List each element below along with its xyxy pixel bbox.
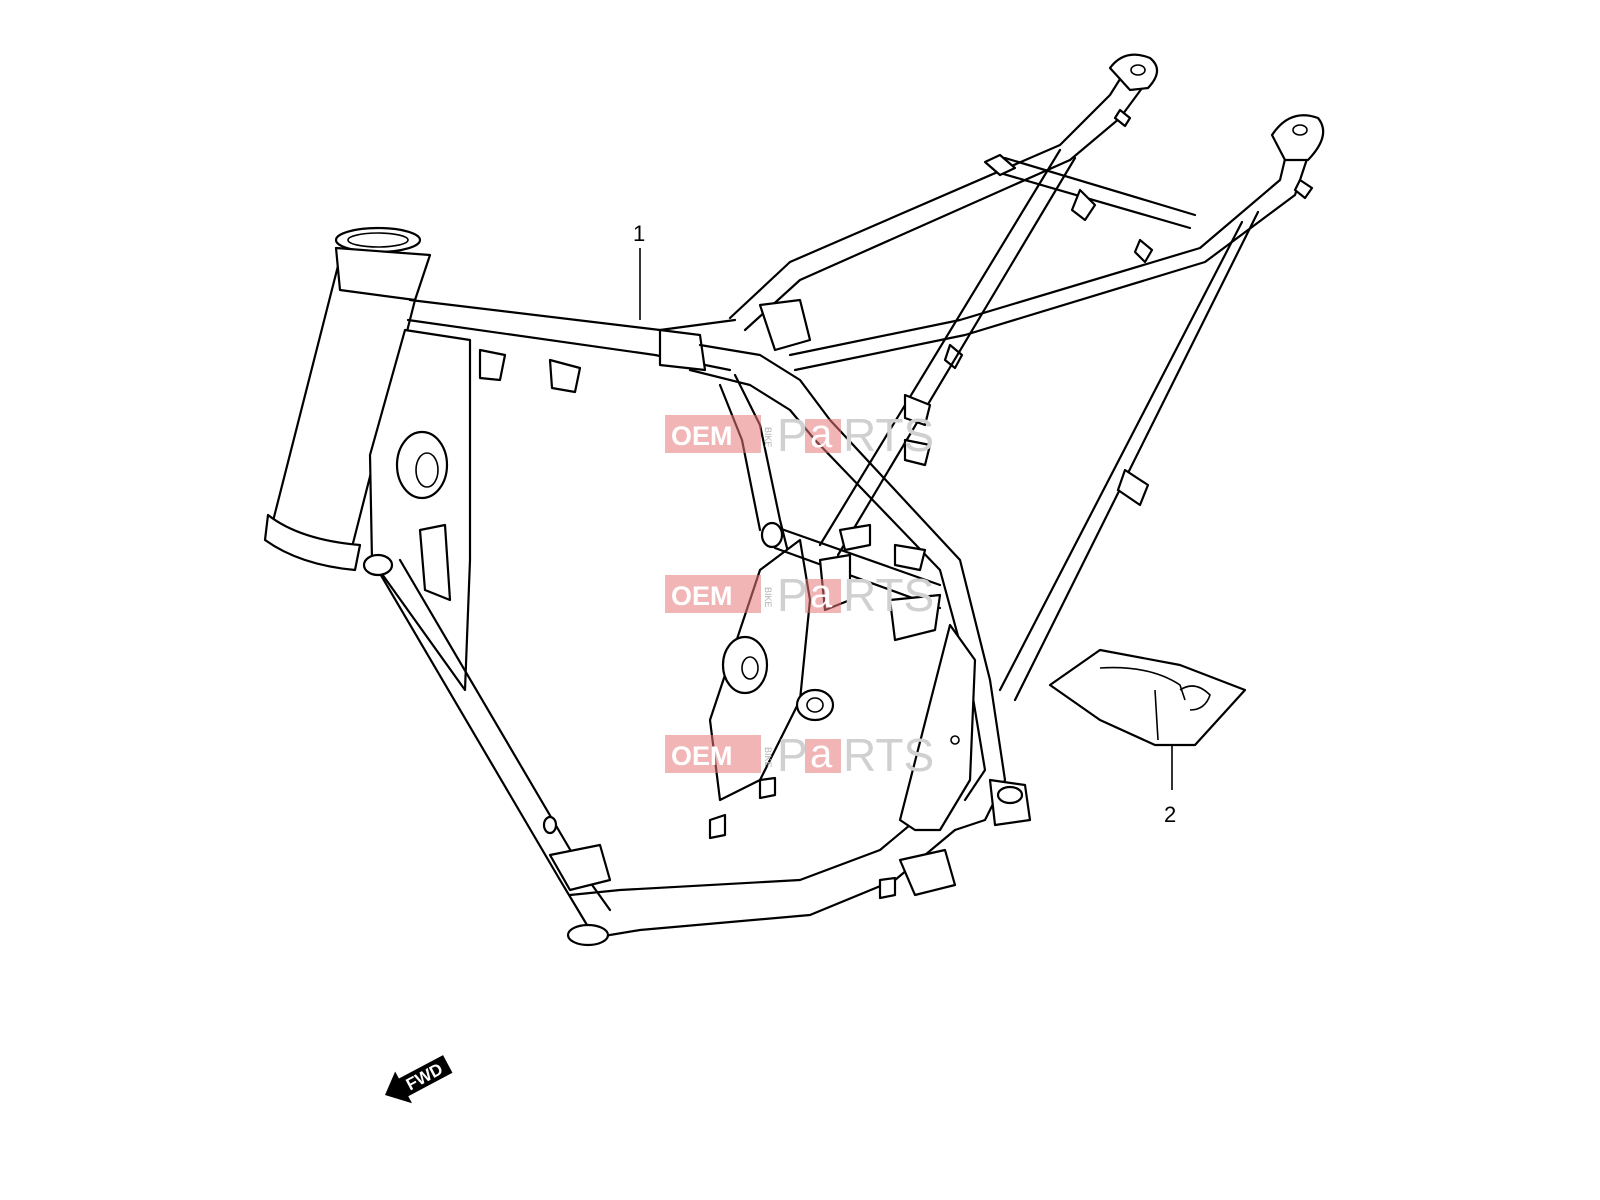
svg-text:FWD: FWD xyxy=(403,1059,446,1094)
svg-text:BIKE: BIKE xyxy=(763,427,773,448)
svg-text:BIKE: BIKE xyxy=(763,747,773,768)
svg-text:a: a xyxy=(810,572,833,616)
svg-text:OEM: OEM xyxy=(671,581,733,611)
steering-head xyxy=(263,226,432,572)
rear-subframe xyxy=(728,53,1325,702)
part-2-plate xyxy=(1048,648,1247,747)
down-tube xyxy=(362,328,612,932)
svg-text:a: a xyxy=(810,732,833,776)
svg-text:P: P xyxy=(777,409,808,461)
callout-2-label: 2 xyxy=(1164,802,1176,827)
fwd-arrow: FWD xyxy=(385,1055,453,1104)
svg-text:OEM: OEM xyxy=(671,741,733,771)
top-tube xyxy=(406,298,737,394)
bottom-cradle xyxy=(542,798,957,947)
svg-text:RTS: RTS xyxy=(843,409,934,461)
watermark-2: OEM BIKE P a RTS xyxy=(665,569,934,621)
svg-text:OEM: OEM xyxy=(671,421,733,451)
svg-text:RTS: RTS xyxy=(843,729,934,781)
watermark-3: OEM BIKE P a RTS xyxy=(665,729,934,781)
fwd-arrow-icon xyxy=(385,1055,453,1104)
svg-text:P: P xyxy=(777,729,808,781)
watermark-1: OEM BIKE P a RTS xyxy=(665,409,934,461)
svg-text:BIKE: BIKE xyxy=(763,587,773,608)
svg-text:a: a xyxy=(810,412,833,456)
svg-text:RTS: RTS xyxy=(843,569,934,621)
svg-text:P: P xyxy=(777,569,808,621)
callout-1-label: 1 xyxy=(633,221,645,246)
